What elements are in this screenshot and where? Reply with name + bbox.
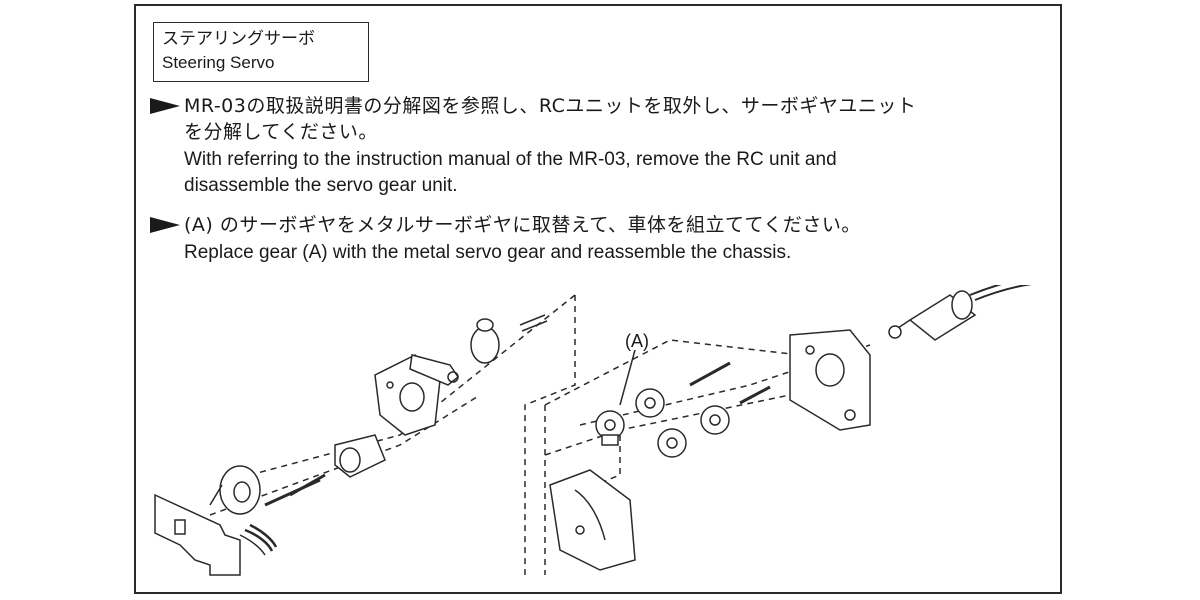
potentiometer-part: [209, 465, 326, 515]
upper-case-part: [789, 329, 871, 431]
step-1-jp-line1: MR-03の取扱説明書の分解図を参照し、RCユニットを取外し、サーボギヤユニット: [184, 95, 917, 117]
gear-a-part: [595, 410, 625, 446]
motor-part: [888, 285, 1032, 341]
section-title-box: ステアリングサーボ Steering Servo: [153, 22, 369, 82]
step-1-en-line1: With referring to the instruction manual…: [184, 149, 837, 170]
step-1-en-line2: disassemble the servo gear unit.: [184, 175, 458, 196]
step-2-en-line1: Replace gear (A) with the metal servo ge…: [184, 242, 792, 263]
motor-holder-part: [264, 434, 386, 507]
gear-cluster-part: [635, 361, 771, 458]
lower-case-part: [549, 469, 636, 571]
callout-line: [619, 349, 636, 406]
output-gear-part: [470, 314, 548, 364]
step-1-jp-line2: を分解してください。: [184, 121, 378, 143]
step-2-jp-line1: (A) のサーボギヤをメタルサーボギヤに取替えて、車体を組立ててください。: [184, 214, 861, 236]
servo-arm-part: [409, 354, 460, 386]
arrow-marker-icon: [150, 98, 180, 114]
section-title-jp: ステアリングサーボ: [162, 29, 315, 49]
gear-a-label: (A): [625, 331, 649, 351]
arrow-marker-icon: [150, 217, 180, 233]
instruction-frame: [134, 4, 1062, 594]
pcb-board-part: [154, 493, 278, 576]
exploded-servo-diagram: (A): [154, 285, 1032, 576]
assembly-guide-lines: [209, 294, 871, 575]
section-title-en: Steering Servo: [162, 53, 275, 72]
